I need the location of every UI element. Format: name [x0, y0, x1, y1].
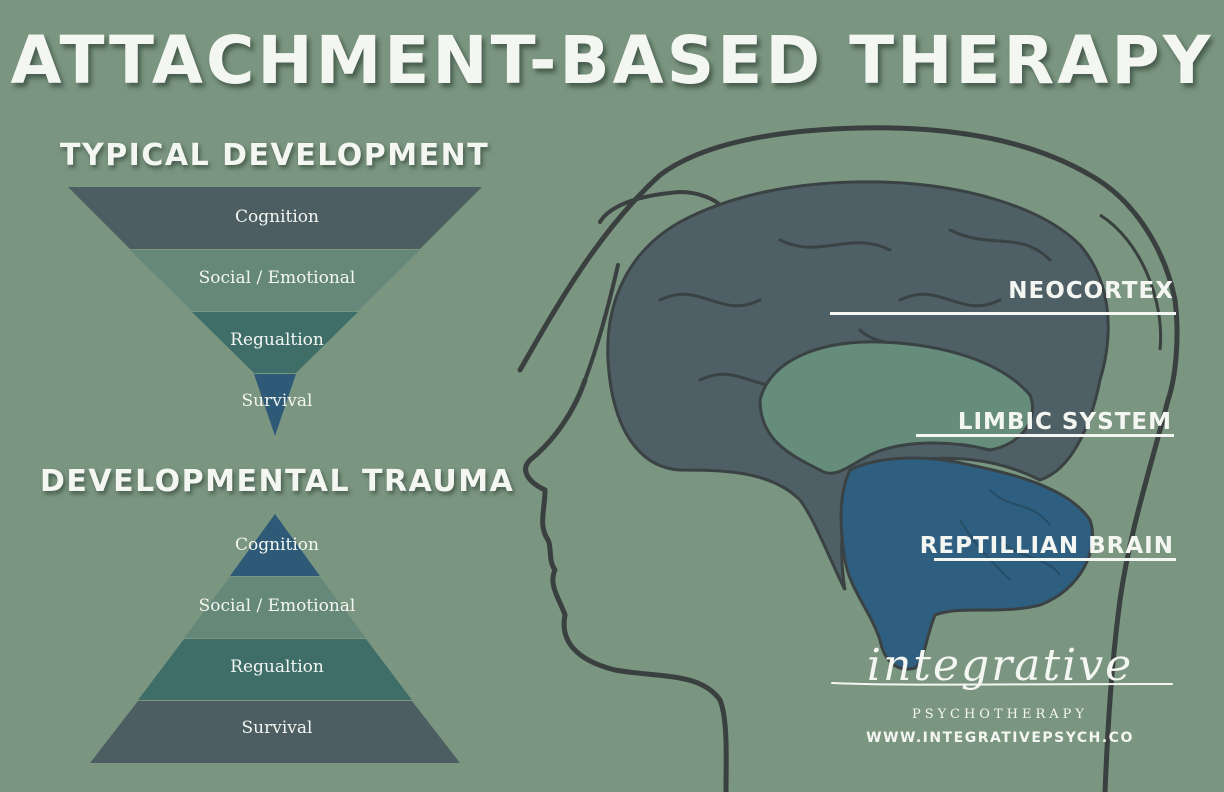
typical-label-regulation: Regualtion [230, 330, 324, 350]
trauma-label-regulation: Regualtion [230, 657, 324, 677]
trauma-layer-cognition [230, 514, 320, 576]
logo-subtitle: PSYCHOTHERAPY [912, 707, 1088, 722]
website-url: WWW.INTEGRATIVEPSYCH.CO [866, 730, 1134, 746]
neocortex-label: NEOCORTEX [1008, 278, 1174, 304]
hair-curl [598, 189, 722, 224]
typical-layer-regulation [192, 312, 358, 373]
reptilian-shape [839, 456, 1095, 671]
face-profile-upper [583, 263, 620, 382]
limbic-system-rule [916, 434, 1174, 437]
typical-label-cognition: Cognition [235, 207, 319, 227]
trauma-label-social: Social / Emotional [198, 596, 356, 616]
trauma-layer-social [184, 577, 366, 638]
trauma-label-cognition: Cognition [235, 535, 319, 555]
face-profile [523, 377, 729, 792]
trauma-layer-regulation [138, 639, 412, 700]
head-outline [517, 125, 1180, 403]
typical-label-social: Social / Emotional [198, 268, 356, 288]
reptilian-brain-label: REPTILLIAN BRAIN [919, 533, 1174, 559]
limbic-shape [758, 340, 1035, 475]
neocortex-rule [830, 312, 1176, 315]
typical-label-survival: Survival [241, 391, 313, 411]
back-of-neck [1102, 397, 1171, 792]
limbic-system-label: LIMBIC SYSTEM [957, 409, 1172, 435]
typical-layer-social [130, 250, 420, 311]
typical-development-heading: TYPICAL DEVELOPMENT [60, 138, 490, 173]
skull-inner [1099, 213, 1163, 351]
typical-layer-cognition [68, 187, 482, 249]
page-title: ATTACHMENT-BASED THERAPY [10, 22, 1214, 99]
reptilian-brain-rule [934, 558, 1176, 561]
trauma-label-survival: Survival [241, 718, 313, 738]
trauma-layer-survival [90, 701, 460, 763]
logo-wordmark: integrative [866, 640, 1134, 691]
developmental-trauma-heading: DEVELOPMENTAL TRAUMA [40, 464, 515, 499]
typical-layer-survival [254, 374, 296, 436]
